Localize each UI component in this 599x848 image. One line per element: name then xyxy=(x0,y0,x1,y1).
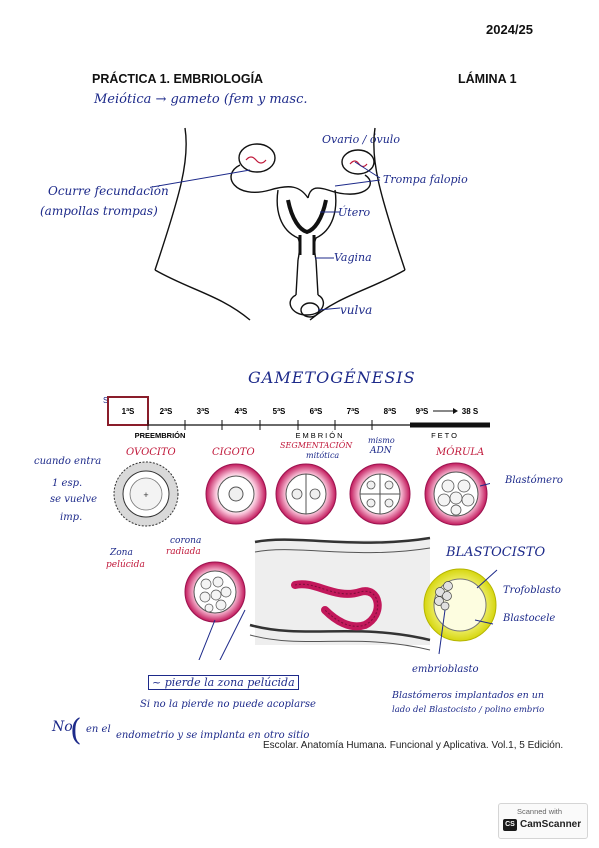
exponent-s: S xyxy=(103,396,108,405)
week-3: 3ªS xyxy=(197,407,210,416)
zona-label-2: pelúcida xyxy=(106,560,145,570)
embrioblasto-label: embrioblasto xyxy=(412,664,479,675)
camscanner-logo-icon: CS xyxy=(503,819,517,831)
citation: Escolar. Anatomía Humana. Funcional y Ap… xyxy=(263,740,564,751)
week-1: 1ªS xyxy=(122,407,135,416)
cigoto-cell xyxy=(205,463,267,525)
camscanner-watermark: Scanned with CS CamScanner xyxy=(498,803,588,839)
week-2: 2ªS xyxy=(160,407,173,416)
female-reproductive-drawing xyxy=(150,127,406,321)
four-cell-stage xyxy=(349,463,411,525)
morula-cell xyxy=(424,462,488,526)
week-7: 7ªS xyxy=(347,407,360,416)
adn-note-2: ADN xyxy=(370,446,392,456)
stage-segmentacion-sub: mitótica xyxy=(306,451,340,460)
blastocele-label: Blastocele xyxy=(503,613,556,624)
left-note-1: cuando entra xyxy=(34,456,102,467)
stage-cigoto: CIGOTO xyxy=(212,447,255,458)
week-5: 5ªS xyxy=(273,407,286,416)
left-note-4: imp. xyxy=(60,512,83,523)
meiosis-note: Meiótica → gameto (fem y masc. xyxy=(94,92,308,107)
stage-morula: MÓRULA xyxy=(436,447,485,458)
week-4: 4ªS xyxy=(235,407,248,416)
no-note: No xyxy=(52,719,73,735)
plate-label: LÁMINA 1 xyxy=(458,72,517,86)
week-timeline: S 1ªS 2ªS 3ªS 4ªS 5ªS 6ªS 7ªS 8ªS 9ªS 38… xyxy=(103,396,490,440)
pierde-note: ~ pierde la zona pelúcida xyxy=(148,675,299,690)
gametogenesis-title: GAMETOGÉNESIS xyxy=(248,368,416,387)
corona-label-2: radiada xyxy=(166,547,201,557)
first-week-highlight xyxy=(107,396,149,426)
brace-icon: ( xyxy=(70,713,82,748)
week-6: 6ªS xyxy=(310,407,323,416)
year-label: 2024/25 xyxy=(486,22,533,37)
week-9: 9ªS xyxy=(416,407,429,416)
period-preembrion: PREEMBRIÓN xyxy=(135,431,186,440)
week-8: 8ªS xyxy=(384,407,397,416)
si-no-note: Si no la pierde no puede acoplarse xyxy=(140,699,316,710)
endometrio-note-2: endometrio y se implanta en otro sitio xyxy=(116,730,310,741)
svg-text:+: + xyxy=(143,490,148,500)
blastomeros-note-2: lado del Blastocisto / polino embrio xyxy=(392,705,545,715)
uterus-label: Útero xyxy=(338,206,371,219)
trofoblasto-label: Trofoblasto xyxy=(503,585,561,596)
period-embrion: EMBRIÓN xyxy=(295,431,344,440)
implantation-drawing xyxy=(184,536,498,660)
stage-segmentacion: SEGMENTACIÓN xyxy=(280,441,353,450)
blastomero-label: Blastómero xyxy=(505,475,563,486)
two-cell-stage xyxy=(275,463,337,525)
cell-stages-row: + xyxy=(113,461,490,527)
period-feto: FETO xyxy=(431,431,459,440)
practice-title: PRÁCTICA 1. EMBRIOLOGÍA xyxy=(92,72,264,86)
blastomeros-note-1: Blastómeros implantados en un xyxy=(392,690,545,701)
left-note-3: se vuelve xyxy=(50,494,98,505)
ovary-label: Ovario / óvulo xyxy=(322,133,400,146)
adn-note-1: mismo xyxy=(368,436,395,445)
week-38: 38 S xyxy=(462,407,479,416)
tube-label: Trompa falopio xyxy=(383,173,468,186)
fertilization-note-1: Ocurre fecundación xyxy=(48,184,169,198)
zona-label-1: Zona xyxy=(110,548,133,558)
endometrio-note-1: en el xyxy=(86,724,111,735)
scanned-with-text: Scanned with xyxy=(517,807,563,816)
vagina-label: Vagina xyxy=(334,251,372,264)
left-note-2: 1 esp. xyxy=(52,478,83,489)
corona-label-1: corona xyxy=(170,536,202,546)
vulva-label: vulva xyxy=(340,303,373,317)
camscanner-brand: CamScanner xyxy=(520,819,582,830)
stage-ovocito: OVOCITO xyxy=(126,447,176,458)
ovocito-cell: + xyxy=(113,461,179,527)
pierde-text: pierde la zona pelúcida xyxy=(164,676,295,689)
stage-blastocisto: BLASTOCISTO xyxy=(446,545,546,560)
fertilization-note-2: (ampollas trompas) xyxy=(40,204,158,218)
